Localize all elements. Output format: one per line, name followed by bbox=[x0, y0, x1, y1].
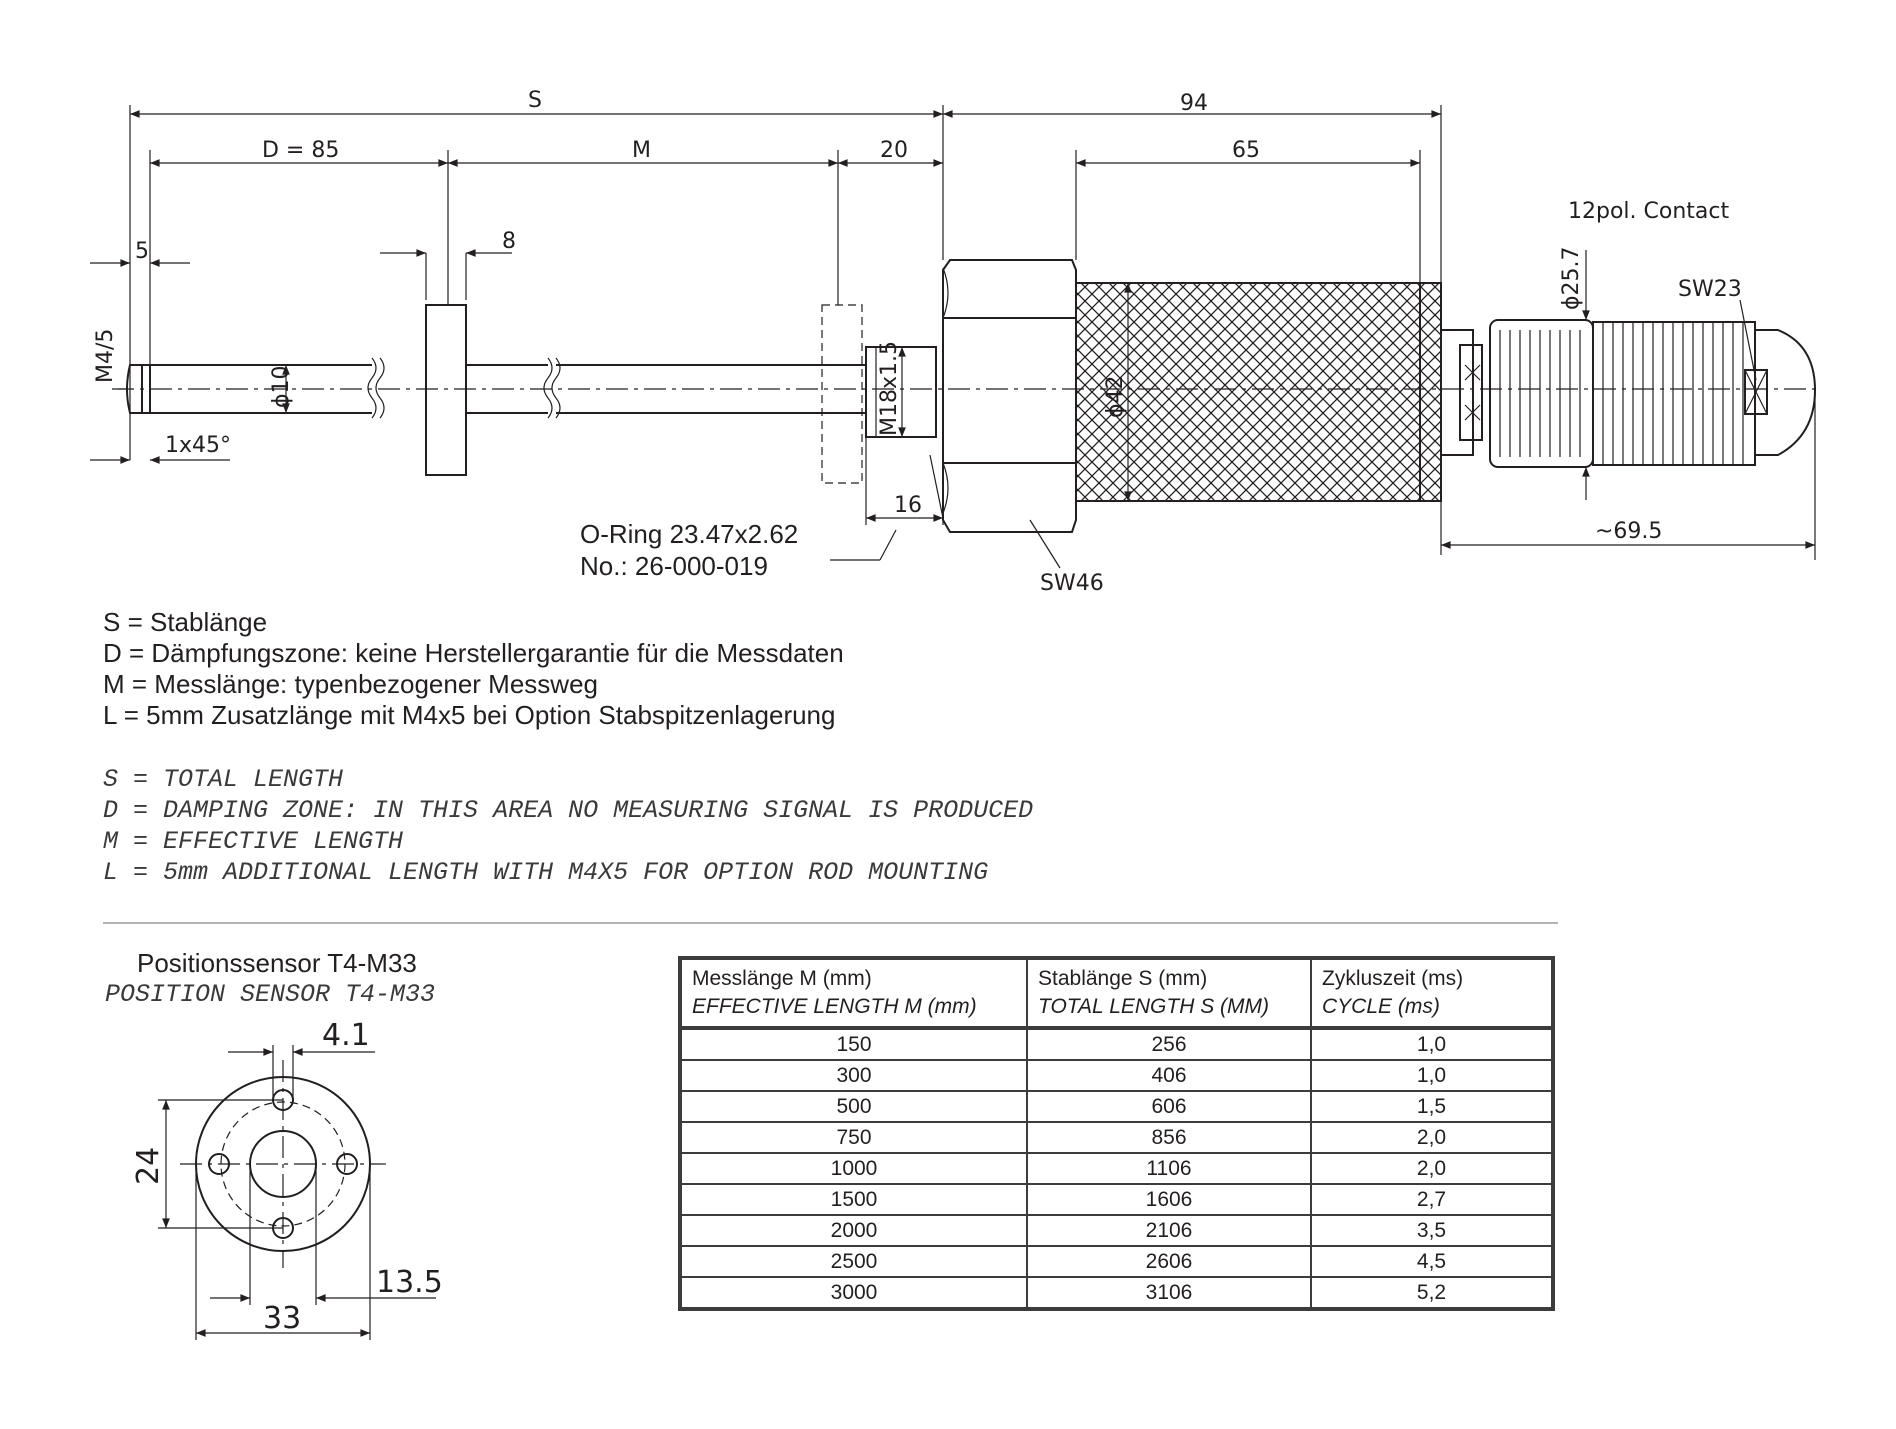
contact-label: 12pol. Contact bbox=[1568, 199, 1729, 224]
table-cell: 2500 bbox=[679, 1245, 1028, 1278]
table-header-row: Messlänge M (mm) EFFECTIVE LENGTH M (mm)… bbox=[679, 957, 1554, 1030]
legend-de-d: D = Dämpfungszone: keine Herstellergaran… bbox=[103, 638, 844, 668]
legend-en-s: S = TOTAL LENGTH bbox=[103, 765, 344, 794]
table-cell: 750 bbox=[679, 1121, 1028, 1154]
header-cycle: Zykluszeit (ms) CYCLE (ms) bbox=[1310, 957, 1554, 1030]
dim-20: 20 bbox=[880, 138, 908, 163]
table-cell: 3,5 bbox=[1310, 1214, 1554, 1247]
table-cell: 2,0 bbox=[1310, 1121, 1554, 1154]
header-total-length: Stablänge S (mm) TOTAL LENGTH S (MM) bbox=[1026, 957, 1312, 1030]
legend-de-l: L = 5mm Zusatzlänge mit M4x5 bei Option … bbox=[103, 700, 836, 730]
legend-german: S = Stablänge D = Dämpfungszone: keine H… bbox=[103, 607, 844, 731]
dim-s: S bbox=[528, 88, 542, 113]
dim-65: 65 bbox=[1232, 138, 1260, 163]
rod bbox=[112, 259, 1822, 533]
dim-sw23: SW23 bbox=[1678, 277, 1742, 302]
table-cell: 150 bbox=[679, 1027, 1028, 1061]
dim-phi10: ϕ10 bbox=[269, 365, 294, 408]
table-cell: 256 bbox=[1026, 1027, 1312, 1061]
flange-dim-33: 33 bbox=[263, 1301, 301, 1336]
table-cell: 856 bbox=[1026, 1121, 1312, 1154]
dim-5: 5 bbox=[135, 239, 149, 264]
header-effective-length: Messlänge M (mm) EFFECTIVE LENGTH M (mm) bbox=[679, 957, 1028, 1030]
dim-m4-5: M4/5 bbox=[93, 329, 118, 383]
dimension-lines bbox=[90, 105, 1816, 569]
spec-table: Messlänge M (mm) EFFECTIVE LENGTH M (mm)… bbox=[678, 956, 1555, 1311]
dim-16: 16 bbox=[894, 493, 922, 518]
table-cell: 5,2 bbox=[1310, 1276, 1554, 1310]
flange-dim-4-1: 4.1 bbox=[322, 1018, 370, 1053]
dim-m: M bbox=[632, 138, 651, 163]
flange-view: 4.1 24 13.5 33 bbox=[131, 1018, 443, 1340]
table-cell: 1,0 bbox=[1310, 1027, 1554, 1061]
table-cell: 1,5 bbox=[1310, 1090, 1554, 1123]
table-cell: 3106 bbox=[1026, 1276, 1312, 1310]
table-cell: 2,0 bbox=[1310, 1152, 1554, 1185]
legend-english: S = TOTAL LENGTH D = DAMPING ZONE: IN TH… bbox=[103, 764, 1033, 888]
dim-thread: M18x1.5 bbox=[877, 341, 902, 436]
table-cell: 1,0 bbox=[1310, 1059, 1554, 1092]
dim-phi25-7: ϕ25.7 bbox=[1559, 247, 1584, 311]
table-cell: 1500 bbox=[679, 1183, 1028, 1216]
table-cell: 606 bbox=[1026, 1090, 1312, 1123]
table-cell: 1106 bbox=[1026, 1152, 1312, 1185]
dim-69-5: ~69.5 bbox=[1595, 519, 1662, 544]
dim-8: 8 bbox=[502, 229, 516, 254]
legend-en-m: M = EFFECTIVE LENGTH bbox=[103, 827, 404, 856]
sensor-title: Positionssensor T4-M33 bbox=[137, 948, 417, 978]
flange-dim-24: 24 bbox=[131, 1147, 166, 1185]
table-cell: 2606 bbox=[1026, 1245, 1312, 1278]
connector-ribs bbox=[1499, 330, 1581, 457]
flange-dim-13-5: 13.5 bbox=[376, 1265, 443, 1300]
legend-en-l: L = 5mm ADDITIONAL LENGTH WITH M4X5 FOR … bbox=[103, 858, 989, 887]
dim-94: 94 bbox=[1180, 91, 1208, 116]
table-cell: 4,5 bbox=[1310, 1245, 1554, 1278]
table-cell: 2106 bbox=[1026, 1214, 1312, 1247]
oring-line2: No.: 26-000-019 bbox=[580, 551, 768, 581]
table-cell: 3000 bbox=[679, 1276, 1028, 1310]
oring-line1: O-Ring 23.47x2.62 bbox=[580, 519, 798, 549]
legend-en-d: D = DAMPING ZONE: IN THIS AREA NO MEASUR… bbox=[103, 796, 1034, 825]
table-cell: 1606 bbox=[1026, 1183, 1312, 1216]
legend-de-m: M = Messlänge: typenbezogener Messweg bbox=[103, 669, 598, 699]
table-cell: 500 bbox=[679, 1090, 1028, 1123]
table-cell: 2,7 bbox=[1310, 1183, 1554, 1216]
dim-chamfer: 1x45° bbox=[165, 433, 231, 458]
legend-de-s: S = Stablänge bbox=[103, 607, 268, 637]
dimension-labels: S 94 D = 85 M 20 65 5 8 M4/5 ϕ10 1x45° M… bbox=[93, 88, 1742, 596]
table-cell: 2000 bbox=[679, 1214, 1028, 1247]
sensor-subtitle: POSITION SENSOR T4-M33 bbox=[105, 980, 436, 1009]
dim-sw46: SW46 bbox=[1040, 571, 1104, 596]
dim-d: D = 85 bbox=[262, 138, 339, 163]
table-cell: 300 bbox=[679, 1059, 1028, 1092]
dim-phi42: ϕ42 bbox=[1103, 375, 1128, 418]
table-cell: 1000 bbox=[679, 1152, 1028, 1185]
table-cell: 406 bbox=[1026, 1059, 1312, 1092]
